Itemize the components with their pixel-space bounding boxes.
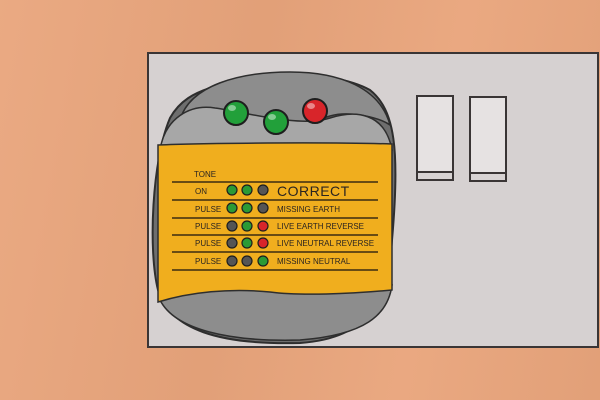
row-mode-1: PULSE <box>195 205 222 214</box>
row-2-led-0 <box>226 220 238 232</box>
top-light-green-1 <box>223 100 249 126</box>
row-3-led-1 <box>241 237 253 249</box>
row-1-led-1 <box>241 202 253 214</box>
top-light-red <box>302 98 328 124</box>
row-4-led-1 <box>241 255 253 267</box>
row-mode-3: PULSE <box>195 239 222 248</box>
row-result-1: MISSING EARTH <box>277 205 340 214</box>
row-result-4: MISSING NEUTRAL <box>277 257 351 266</box>
top-light-green-2 <box>263 109 289 135</box>
row-3-led-0 <box>226 237 238 249</box>
row-0-led-1 <box>241 184 253 196</box>
row-1-led-2 <box>257 202 269 214</box>
panel-lines <box>172 181 378 271</box>
row-result-0: CORRECT <box>277 183 350 199</box>
row-2-led-2 <box>257 220 269 232</box>
row-mode-0: ON <box>195 187 207 196</box>
socket-switch-left[interactable] <box>416 95 454 181</box>
row-mode-2: PULSE <box>195 222 222 231</box>
row-mode-4: PULSE <box>195 257 222 266</box>
socket-switch-right[interactable] <box>469 96 507 182</box>
tone-header: TONE <box>194 170 217 179</box>
row-4-led-2 <box>257 255 269 267</box>
row-leds <box>226 184 269 267</box>
row-0-led-2 <box>257 184 269 196</box>
row-0-led-0 <box>226 184 238 196</box>
row-4-led-0 <box>226 255 238 267</box>
top-lights <box>223 98 328 135</box>
row-1-led-0 <box>226 202 238 214</box>
row-3-led-2 <box>257 237 269 249</box>
row-2-led-1 <box>241 220 253 232</box>
row-result-3: LIVE NEUTRAL REVERSE <box>277 239 375 248</box>
row-result-2: LIVE EARTH REVERSE <box>277 222 364 231</box>
